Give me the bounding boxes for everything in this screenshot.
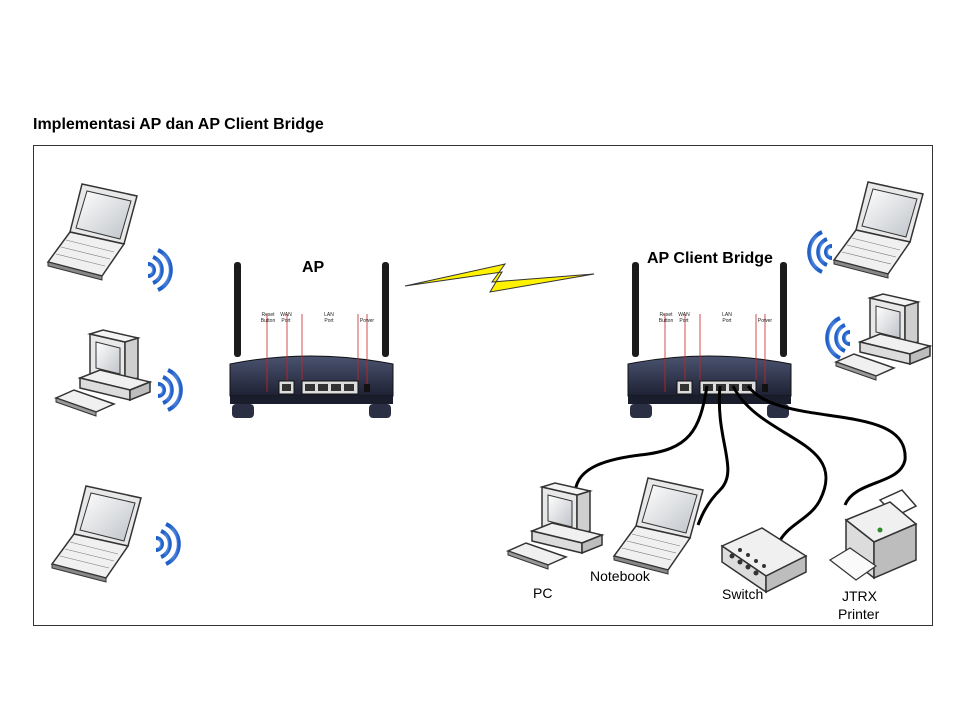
lan-cables	[573, 385, 907, 546]
ap-lan-label: LAN Port	[324, 312, 334, 324]
bridge-lan-label: LAN Port	[722, 312, 732, 324]
laptop-left-bottom	[51, 485, 181, 583]
diagram-frame	[33, 145, 933, 626]
bridge-wan-label: WAN Port	[678, 312, 690, 324]
wireless-link-bolt	[404, 263, 595, 293]
bridge-label: AP Client Bridge	[647, 250, 773, 267]
notebook-label: Notebook	[590, 568, 650, 584]
switch-label: Switch	[722, 586, 764, 602]
ap-router	[229, 261, 394, 419]
printer-label-line2: Printer	[838, 606, 880, 622]
bridge-power-label: Power	[757, 318, 773, 324]
switch-device	[720, 527, 808, 594]
pc-label: PC	[533, 585, 553, 601]
printer-device	[828, 489, 918, 581]
pc-left-middle	[55, 329, 183, 417]
laptop-left-top	[47, 183, 173, 292]
bridge-reset-label: Reset Button	[658, 312, 674, 324]
ap-label: AP	[302, 259, 325, 276]
diagram-title: Implementasi AP dan AP Client Bridge	[33, 116, 324, 133]
ap-power-label: Power	[359, 318, 375, 324]
laptop-right-top	[807, 181, 924, 279]
ap-wan-label: WAN Port	[280, 312, 292, 324]
notebook-bottom	[613, 477, 704, 575]
pc-bottom	[507, 482, 603, 570]
printer-label-line1: JTRX	[842, 588, 877, 604]
ap-reset-label: Reset Button	[260, 312, 276, 324]
bridge-router	[627, 261, 792, 419]
pc-right-middle	[825, 293, 931, 381]
